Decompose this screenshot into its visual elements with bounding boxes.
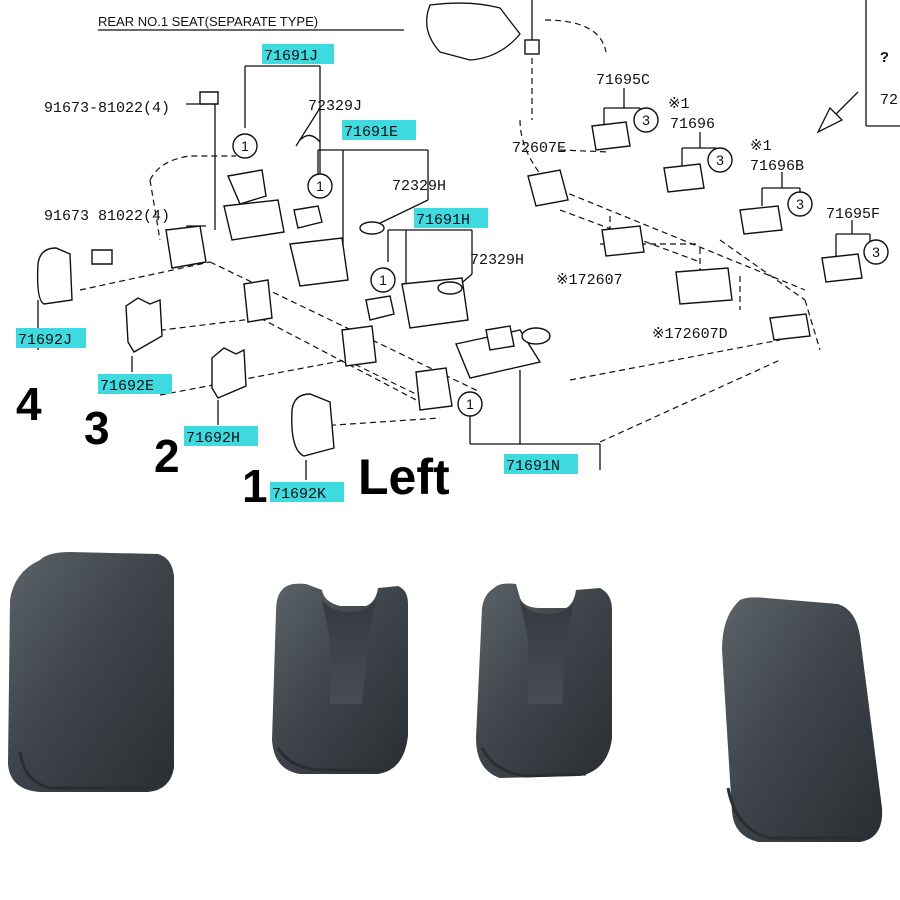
label-72607E: 72607E — [512, 140, 566, 157]
ref-circle-3d-label: 3 — [872, 244, 880, 260]
label-91673-b: 91673 81022(4) — [44, 208, 170, 225]
label-71696B: 71696B — [750, 158, 804, 175]
bolt-top — [524, 39, 540, 55]
diagram-title: REAR NO.1 SEAT(SEPARATE TYPE) — [98, 14, 318, 29]
label-71691N: 71691N — [506, 458, 560, 475]
label-71691J: 71691J — [264, 48, 318, 65]
ref-circle-3c-label: 3 — [796, 196, 804, 212]
ref-circle-3a — [633, 107, 659, 133]
note-mark-2: ※1 — [750, 138, 772, 155]
label-71692E: 71692E — [100, 378, 154, 395]
label-71692H: 71692H — [186, 430, 240, 447]
label-72329H-b: 72329H — [470, 252, 524, 269]
label-71691E: 71691E — [344, 124, 398, 141]
label-72329J: 72329J — [308, 98, 362, 115]
ref-circle-3c — [787, 191, 813, 217]
side-label-left: Left — [358, 449, 450, 505]
cover-sketch-4 — [36, 247, 73, 305]
label-72329H-a: 72329H — [392, 178, 446, 195]
ref-circle-1a — [232, 133, 258, 159]
ref-circle-1b-label: 1 — [316, 178, 324, 194]
label-71691H: 71691H — [416, 212, 470, 229]
position-number-2: 2 — [154, 430, 180, 482]
note-mark-1: ※1 — [668, 96, 690, 113]
inset-mark-bottom: 72 — [880, 92, 898, 109]
label-71692K: 71692K — [272, 486, 326, 503]
cover-sketch-2 — [211, 347, 247, 399]
seat-hinge-cover-1 — [722, 597, 883, 842]
position-number-3: 3 — [84, 402, 110, 454]
inset-box: ? 72 — [865, 0, 900, 127]
bracket-parts — [91, 91, 811, 411]
seat-hinge-cover-2 — [476, 583, 612, 778]
ref-circle-1a-label: 1 — [241, 138, 249, 154]
label-71695C: 71695C — [596, 72, 650, 89]
ref-circle-3d — [863, 239, 889, 265]
ref-circle-1b — [307, 173, 333, 199]
plain-labels: 91673-81022(4) 91673 81022(4) 72329J 723… — [44, 72, 880, 343]
position-number-1: 1 — [242, 460, 268, 512]
circle-reference-markers: 1 1 1 1 3 3 3 3 — [232, 107, 889, 417]
ref-circle-1c — [370, 267, 396, 293]
exploded-parts-diagram: REAR NO.1 SEAT(SEPARATE TYPE) ? 72 — [16, 0, 900, 512]
ref-circle-3b — [707, 147, 733, 173]
seat-hinge-cover-3 — [272, 583, 408, 774]
position-numbers: 4 3 2 1 Left — [16, 378, 450, 512]
cover-sketch-3 — [125, 297, 163, 353]
inset-mark-top: ? — [880, 50, 889, 67]
ref-circle-3a-label: 3 — [642, 112, 650, 128]
highlighted-labels: 71691J 71691E 71691H 71692J 71692E 71692… — [16, 44, 578, 503]
label-71696: 71696 — [670, 116, 715, 133]
label-72607: ※172607 — [556, 272, 623, 289]
ref-circle-1d — [457, 391, 483, 417]
label-71692J: 71692J — [18, 332, 72, 349]
label-72607D: ※172607D — [652, 326, 728, 343]
top-cushion-outline — [426, 2, 521, 61]
ref-circle-3b-label: 3 — [716, 152, 724, 168]
cover-sketch-1 — [291, 393, 335, 457]
seat-hinge-cover-4 — [8, 552, 174, 792]
direction-arrow-icon — [816, 91, 859, 134]
label-91673-a: 91673-81022(4) — [44, 100, 170, 117]
ref-circle-1c-label: 1 — [379, 272, 387, 288]
cover-part-sketches — [36, 247, 335, 457]
product-photo — [8, 552, 883, 842]
trim-clip-parts — [591, 88, 871, 283]
ref-circle-1d-label: 1 — [466, 396, 474, 412]
label-71695F: 71695F — [826, 206, 880, 223]
position-number-4: 4 — [16, 378, 42, 430]
